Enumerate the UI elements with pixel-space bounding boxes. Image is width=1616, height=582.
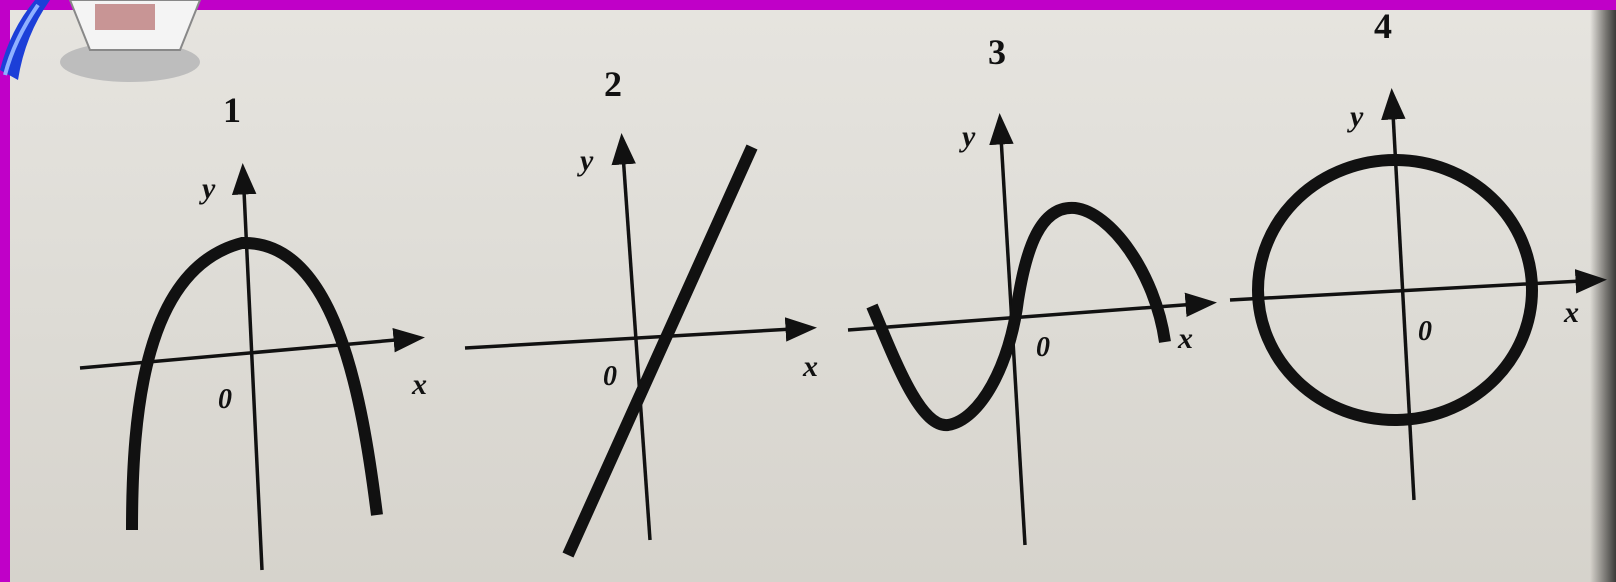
graph-2-number: 2 [604, 64, 622, 104]
graph-3-x-label: x [1177, 322, 1193, 355]
computer-monitor-icon [0, 0, 202, 82]
graph-1-x-axis [79, 327, 425, 370]
graph-3-x-axis [847, 292, 1217, 332]
graph-1-y-axis [231, 163, 264, 571]
graph-3: 3 y 0 x [847, 32, 1217, 546]
graph-4-circle [1252, 154, 1538, 426]
graph-2-y-axis [611, 133, 652, 541]
graph-2-y-label: y [577, 144, 594, 177]
graph-1-x-label: x [411, 368, 427, 401]
graph-1-number: 1 [223, 90, 241, 130]
graph-4-number: 4 [1374, 6, 1392, 46]
graph-3-number: 3 [988, 32, 1006, 72]
graph-2-origin-label: 0 [603, 361, 617, 392]
graph-1-origin-label: 0 [218, 384, 232, 415]
graph-3-cubic-curve [866, 201, 1171, 431]
graph-1: 1 y 0 x [79, 90, 427, 571]
graph-4-origin-label: 0 [1418, 316, 1432, 347]
graph-1-parabola-curve [126, 236, 383, 531]
graph-2-x-label: x [802, 350, 818, 383]
graph-2-linear-function [562, 144, 758, 558]
page-edge-shadow [1590, 10, 1616, 582]
graph-2: 2 y 0 x [464, 64, 818, 558]
textbook-page [10, 10, 1616, 582]
graph-4-x-label: x [1563, 296, 1579, 329]
graph-4-y-label: y [1347, 100, 1364, 133]
graph-3-origin-label: 0 [1036, 332, 1050, 363]
graph-4-x-axis [1229, 269, 1607, 302]
graph-1-y-label: y [199, 172, 216, 205]
graph-4: 4 y 0 x [1229, 6, 1607, 501]
graph-3-y-label: y [959, 120, 976, 153]
